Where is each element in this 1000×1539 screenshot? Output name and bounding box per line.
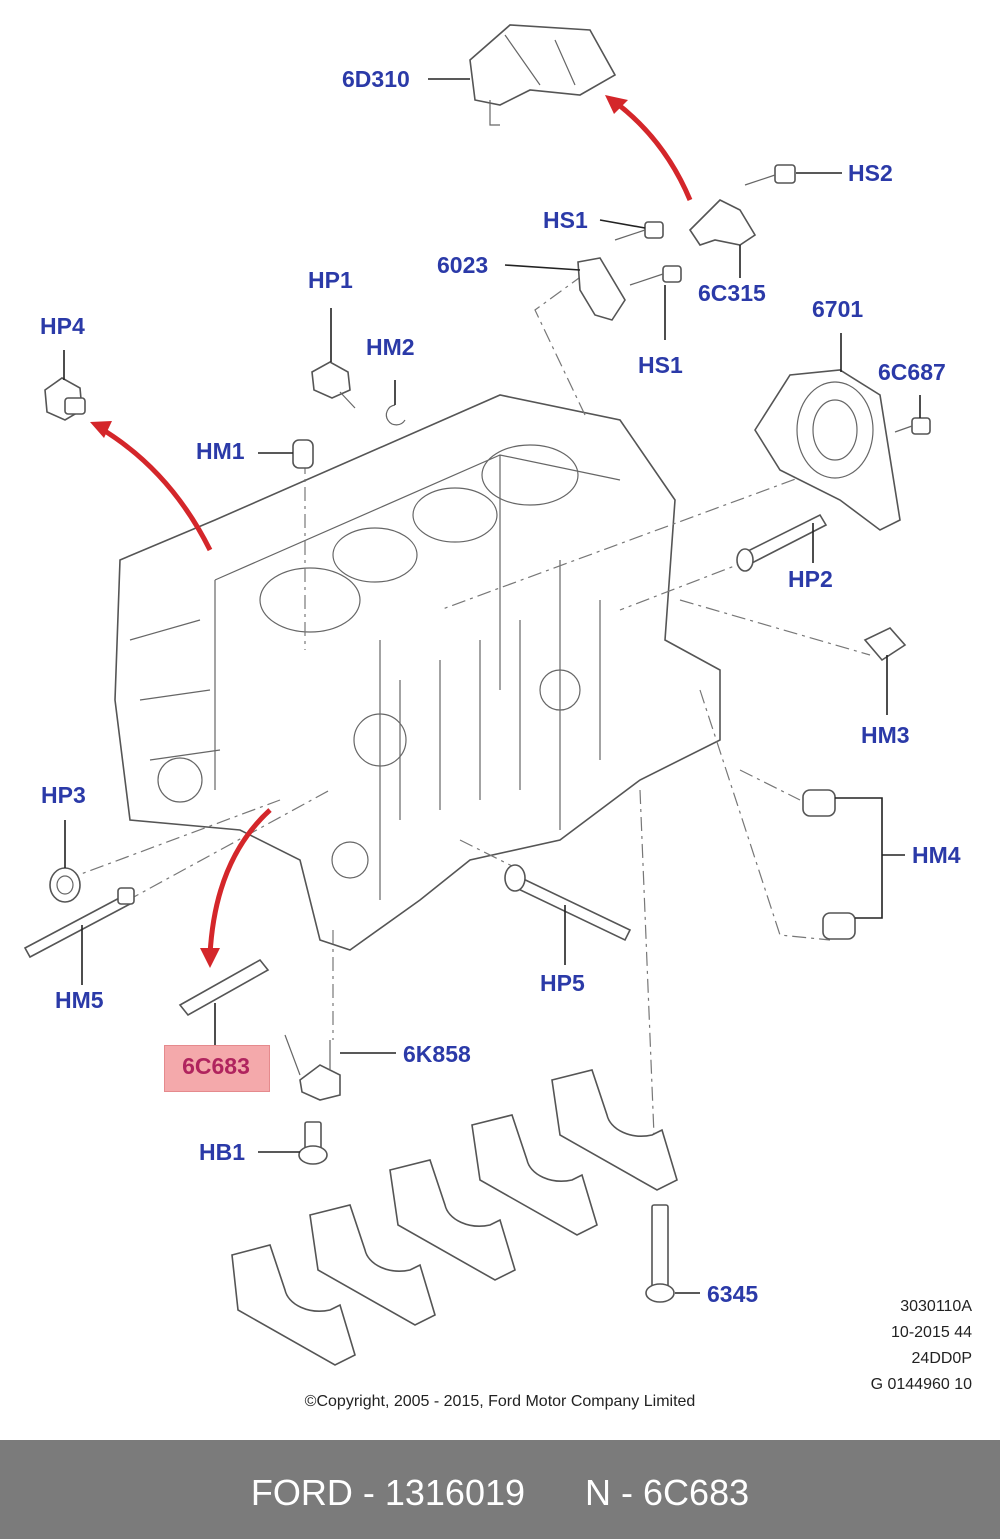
meta-line-4: G 0144960 10 xyxy=(870,1376,972,1393)
part-6701-seal xyxy=(754,369,901,531)
red-arrow-6c683 xyxy=(200,808,272,968)
part-6c687-bolt xyxy=(894,417,931,435)
label-hp5[interactable]: HP5 xyxy=(540,970,585,996)
meta-line-2: 10-2015 44 xyxy=(891,1324,972,1341)
part-hp2-bolt xyxy=(736,513,828,572)
part-hs1-bolt-bottom xyxy=(629,265,682,286)
label-6c315[interactable]: 6C315 xyxy=(698,280,766,306)
footer-part-number: FORD - 1316019 N - 6C683 xyxy=(250,1472,750,1513)
label-hs2[interactable]: HS2 xyxy=(848,160,893,186)
label-6345[interactable]: 6345 xyxy=(707,1281,759,1307)
label-hp2[interactable]: HP2 xyxy=(788,566,833,592)
label-hm5[interactable]: HM5 xyxy=(55,987,104,1013)
label-hs1-bottom[interactable]: HS1 xyxy=(638,352,683,378)
part-hp3-ring xyxy=(49,867,81,903)
meta-line-3: 24DD0P xyxy=(911,1350,972,1367)
label-hm4[interactable]: HM4 xyxy=(912,842,961,868)
part-6345-bolt xyxy=(645,1204,675,1303)
label-hs1-top[interactable]: HS1 xyxy=(543,207,588,233)
label-6c683-highlighted[interactable]: 6C683 xyxy=(182,1053,250,1079)
part-hm2-clip xyxy=(385,404,406,426)
exploded-parts-diagram xyxy=(23,24,931,1366)
part-6d310-cover xyxy=(469,24,617,126)
part-6023-bracket xyxy=(577,257,626,321)
main-bearing-caps xyxy=(231,1069,678,1366)
center-lines xyxy=(54,269,871,1161)
copyright-text: ©Copyright, 2005 - 2015, Ford Motor Comp… xyxy=(304,1393,696,1410)
label-hp1[interactable]: HP1 xyxy=(308,267,353,293)
part-hp4-plug xyxy=(44,377,86,421)
part-hm3-dowel xyxy=(863,627,907,662)
label-hp3[interactable]: HP3 xyxy=(41,782,86,808)
label-hb1[interactable]: HB1 xyxy=(199,1139,246,1165)
part-6c683-tube xyxy=(178,958,270,1017)
leader-lines xyxy=(63,78,921,1294)
part-6c315-sensor xyxy=(688,199,757,246)
part-hm4-dowels xyxy=(802,789,856,940)
label-6023[interactable]: 6023 xyxy=(437,252,489,278)
part-hm5-rod xyxy=(23,887,135,959)
part-hb1-bolt xyxy=(298,1121,328,1165)
part-hs1-bolt-top xyxy=(614,221,664,241)
label-hm3[interactable]: HM3 xyxy=(861,722,910,748)
label-hm2[interactable]: HM2 xyxy=(366,334,415,360)
red-arrow-6d310 xyxy=(605,95,693,201)
label-hp4[interactable]: HP4 xyxy=(40,313,85,339)
red-arrow-hp4 xyxy=(90,421,213,552)
label-hm1[interactable]: HM1 xyxy=(196,438,245,464)
engine-block xyxy=(114,394,721,951)
label-6d310[interactable]: 6D310 xyxy=(342,66,410,92)
part-hp1-plug xyxy=(311,361,356,409)
meta-line-1: 3030110A xyxy=(900,1298,972,1315)
part-6k858-jet xyxy=(284,1034,341,1101)
part-hp5-bolt xyxy=(504,864,632,942)
footer-bar xyxy=(0,1440,1000,1539)
part-hm1-dowel xyxy=(292,439,314,469)
label-6k858[interactable]: 6K858 xyxy=(403,1041,471,1067)
label-6c687[interactable]: 6C687 xyxy=(878,359,946,385)
part-hs2-bolt xyxy=(744,164,796,186)
highlight-box xyxy=(164,1045,270,1092)
label-6701[interactable]: 6701 xyxy=(812,296,864,322)
